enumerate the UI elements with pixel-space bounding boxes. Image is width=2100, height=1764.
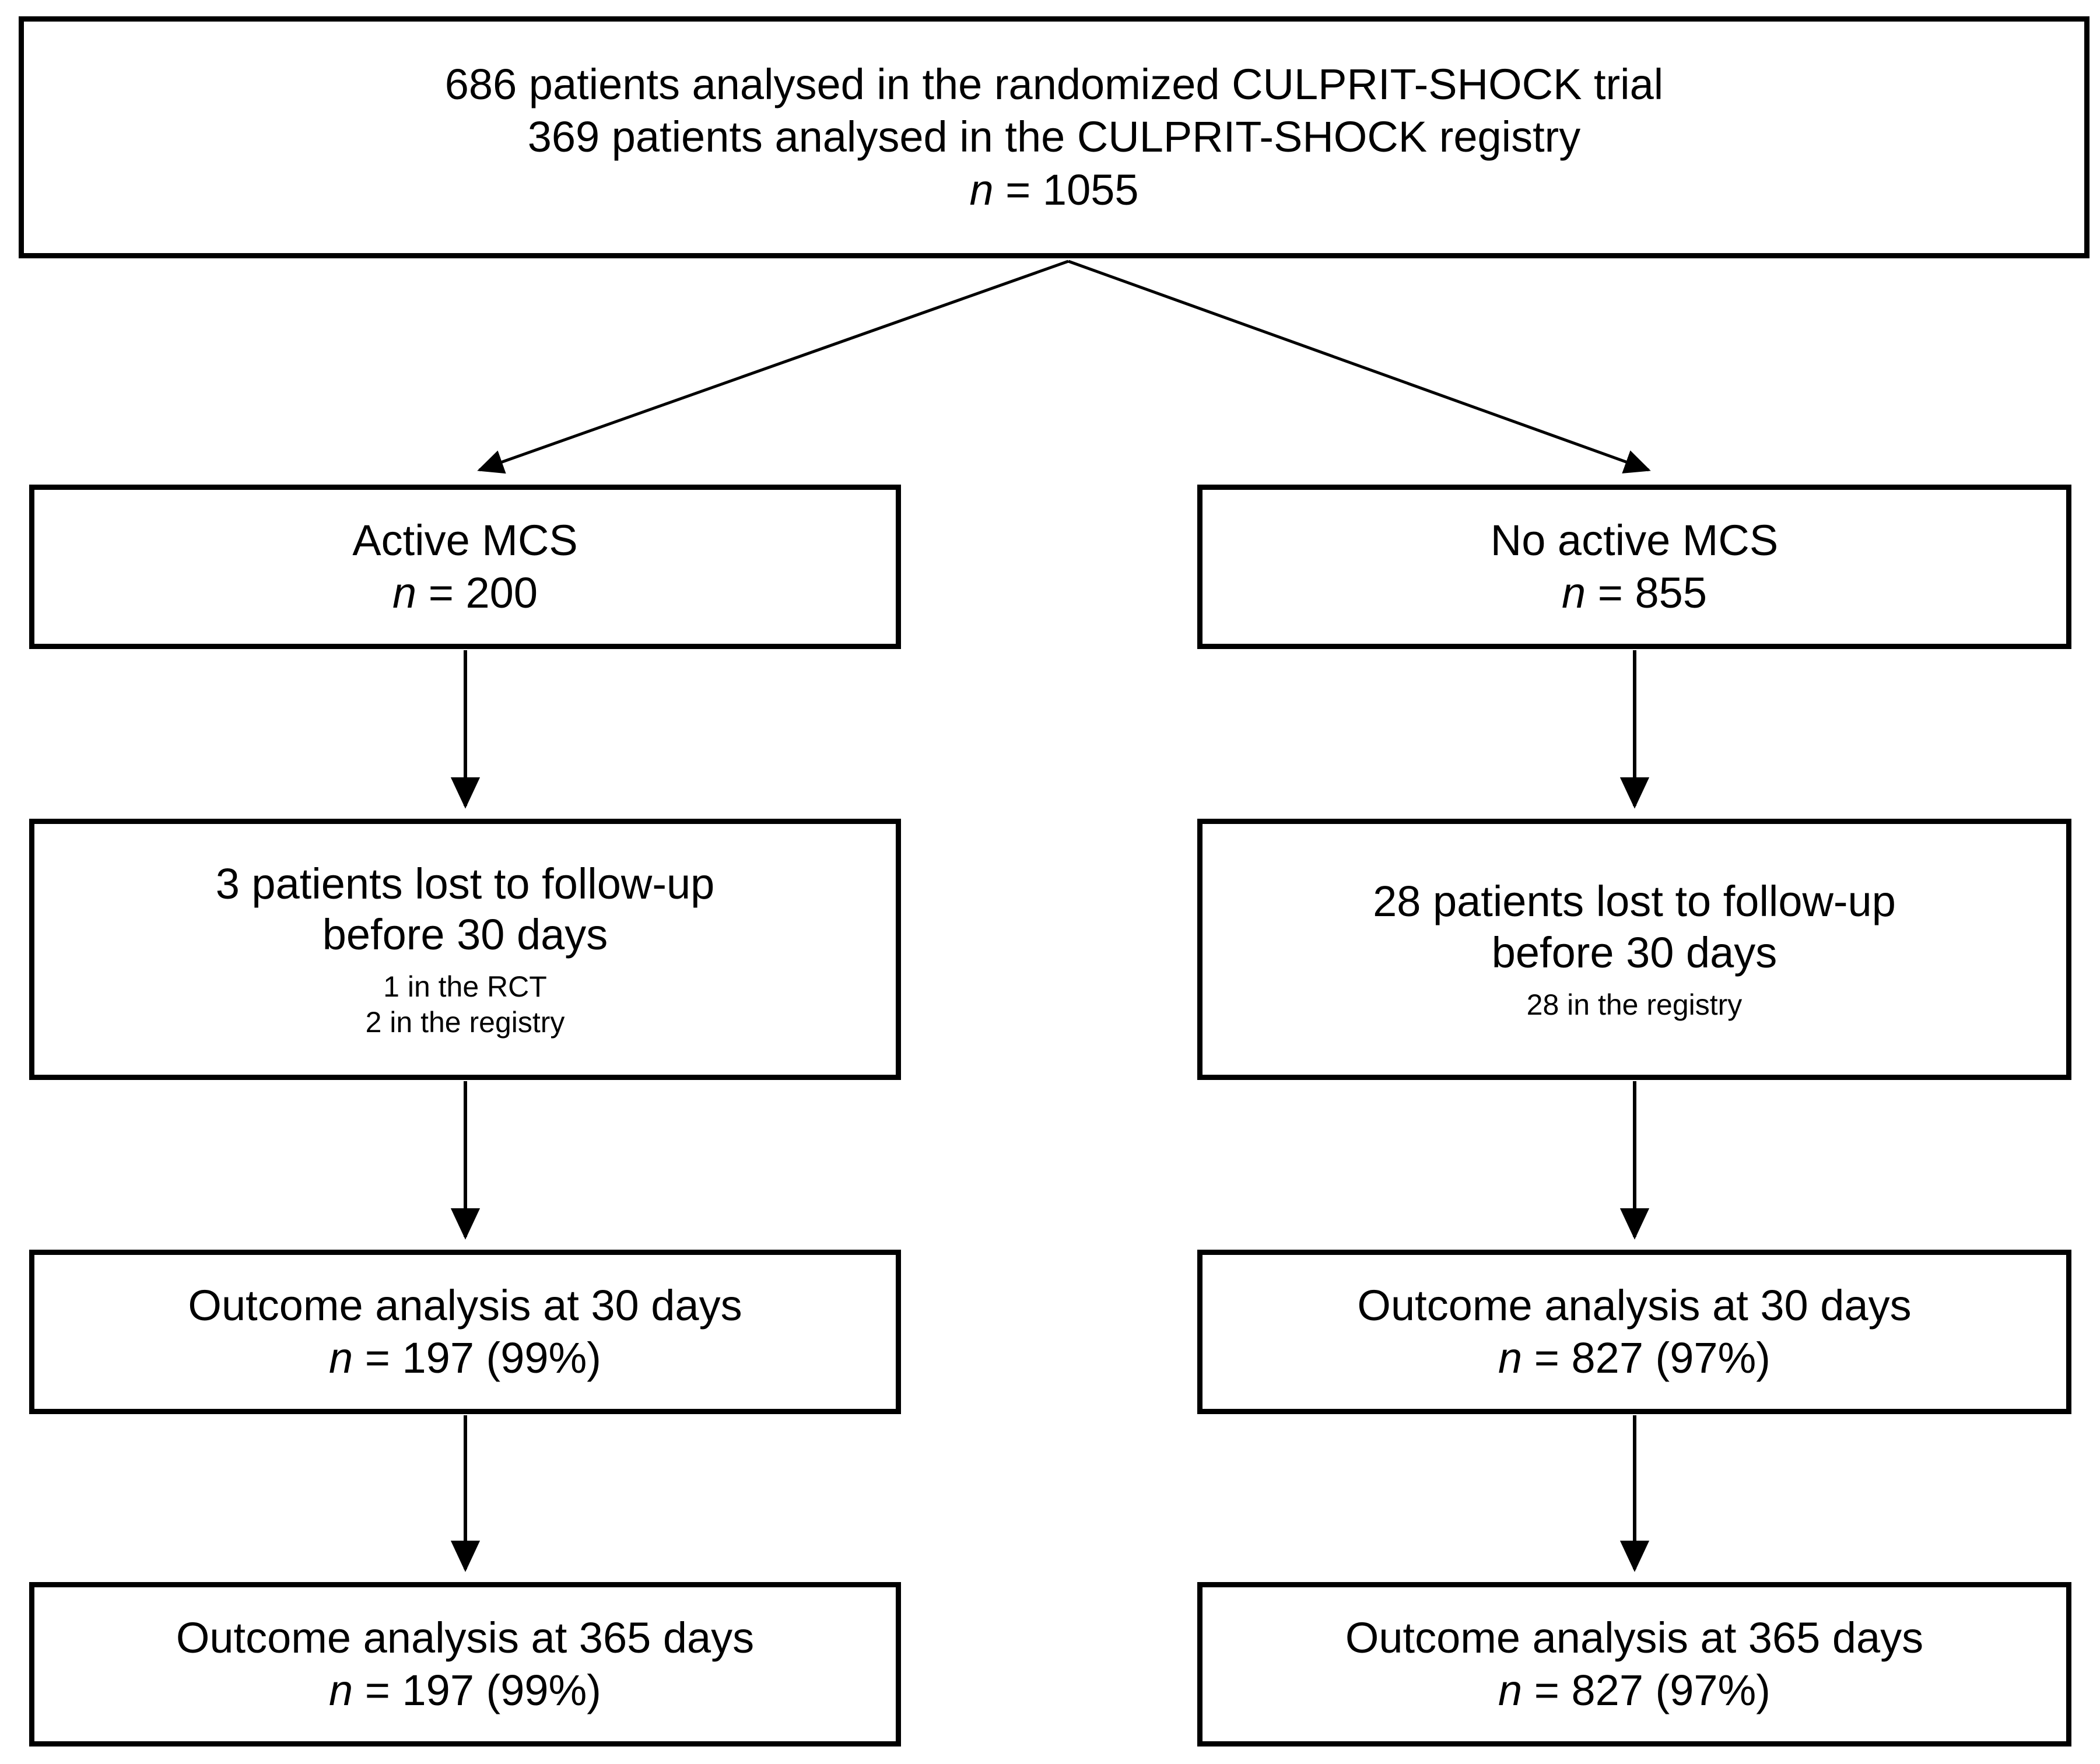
no-active-mcs-outcome365-n: n = 827 (97%): [1498, 1664, 1771, 1717]
n-symbol: n: [1498, 1334, 1523, 1382]
active-mcs-outcome30-n: n = 197 (99%): [329, 1332, 601, 1384]
no-active-mcs-lost-sub1: 28 in the registry: [1526, 988, 1743, 1021]
box-active-mcs-lost-followup: 3 patients lost to follow-up before 30 d…: [29, 819, 901, 1080]
n-symbol: n: [392, 569, 417, 617]
active-mcs-outcome30-n-value: = 197 (99%): [364, 1334, 601, 1382]
no-active-mcs-n-value: = 855: [1597, 569, 1707, 617]
box-no-active-mcs-outcome-365d: Outcome analysis at 365 days n = 827 (97…: [1197, 1582, 2071, 1747]
no-active-mcs-outcome30-title: Outcome analysis at 30 days: [1357, 1281, 1912, 1330]
no-active-mcs-title: No active MCS: [1490, 515, 1779, 564]
connector-split-right: [1068, 259, 1651, 474]
box-no-active-mcs-outcome-30d: Outcome analysis at 30 days n = 827 (97%…: [1197, 1250, 2071, 1414]
connector-split-left: [477, 259, 1069, 474]
top-box-line1: 686 patients analysed in the randomized …: [444, 60, 1664, 109]
active-mcs-n-value: = 200: [428, 569, 538, 617]
no-active-mcs-outcome30-n-value: = 827 (97%): [1534, 1334, 1771, 1382]
active-mcs-n: n = 200: [392, 567, 538, 619]
active-mcs-lost-sub1: 1 in the RCT: [383, 970, 547, 1004]
n-symbol: n: [969, 165, 994, 214]
box-no-active-mcs-lost-followup: 28 patients lost to follow-up before 30 …: [1197, 819, 2071, 1080]
n-symbol: n: [1498, 1666, 1523, 1714]
no-active-mcs-outcome365-n-value: = 827 (97%): [1534, 1666, 1771, 1714]
no-active-mcs-lost-line2: before 30 days: [1491, 928, 1778, 977]
active-mcs-outcome30-title: Outcome analysis at 30 days: [188, 1281, 742, 1330]
no-active-mcs-lost-breakdown: 28 in the registry: [1527, 987, 1743, 1023]
top-box-total: n = 1055: [969, 164, 1138, 216]
n-symbol: n: [1562, 569, 1586, 617]
n-symbol: n: [329, 1334, 353, 1382]
no-active-mcs-outcome365-title: Outcome analysis at 365 days: [1345, 1613, 1924, 1662]
active-mcs-lost-line2: before 30 days: [322, 910, 608, 959]
active-mcs-lost-breakdown: 1 in the RCT 2 in the registry: [366, 969, 565, 1040]
box-no-active-mcs: No active MCS n = 855: [1197, 485, 2071, 649]
top-box-line2: 369 patients analysed in the CULPRIT-SHO…: [527, 113, 1581, 162]
no-active-mcs-lost-line1: 28 patients lost to follow-up: [1373, 877, 1896, 926]
active-mcs-lost-line1: 3 patients lost to follow-up: [215, 859, 715, 908]
no-active-mcs-n: n = 855: [1562, 567, 1707, 619]
active-mcs-outcome365-title: Outcome analysis at 365 days: [176, 1613, 755, 1662]
active-mcs-title: Active MCS: [352, 515, 578, 564]
top-summary-box: 686 patients analysed in the randomized …: [19, 16, 2090, 258]
active-mcs-lost-sub2: 2 in the registry: [365, 1006, 565, 1039]
no-active-mcs-outcome30-n: n = 827 (97%): [1498, 1332, 1771, 1384]
box-active-mcs: Active MCS n = 200: [29, 485, 901, 649]
n-symbol: n: [329, 1666, 353, 1714]
active-mcs-outcome365-n: n = 197 (99%): [329, 1664, 601, 1717]
box-active-mcs-outcome-365d: Outcome analysis at 365 days n = 197 (99…: [29, 1582, 901, 1747]
active-mcs-outcome365-n-value: = 197 (99%): [364, 1666, 601, 1714]
box-active-mcs-outcome-30d: Outcome analysis at 30 days n = 197 (99%…: [29, 1250, 901, 1414]
top-box-total-value: = 1055: [1005, 165, 1139, 214]
